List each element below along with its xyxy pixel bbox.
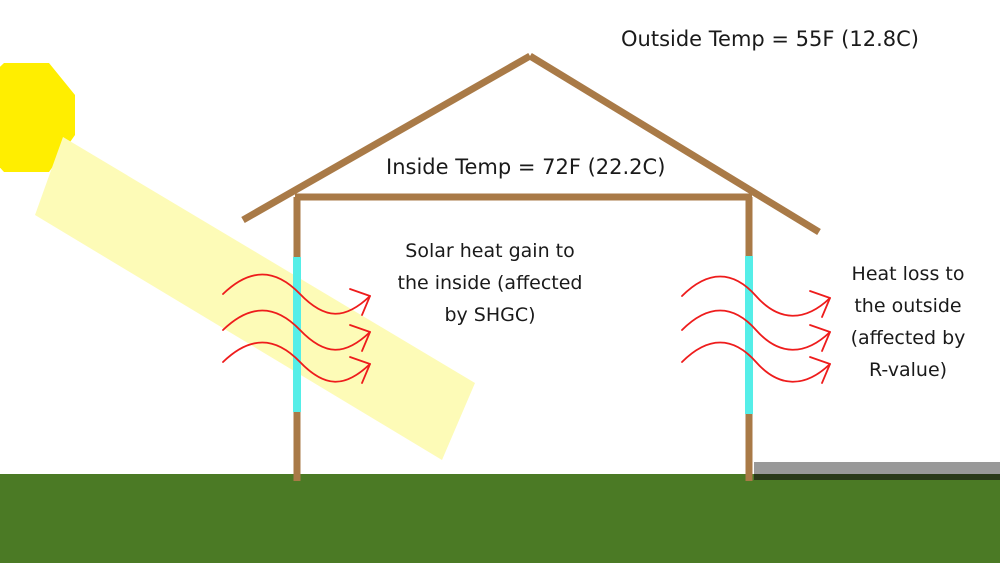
inside-temp-label: Inside Temp = 72F (22.2C) [386, 155, 666, 179]
solar-gain-arrows [222, 273, 371, 384]
right-window [745, 256, 753, 414]
wavy-arrow-icon [681, 275, 831, 318]
ground [0, 474, 1000, 563]
heat-loss-line: the outside [854, 295, 962, 317]
wavy-arrow-icon [222, 273, 371, 316]
roof-right [528, 53, 821, 235]
solar-gain-line: by SHGC) [444, 304, 536, 326]
wavy-arrow-icon [681, 309, 831, 352]
heat-loss-label: Heat loss to the outside (affected by R-… [838, 258, 978, 386]
outside-temp-label: Outside Temp = 55F (12.8C) [621, 27, 919, 51]
left-window [293, 257, 301, 412]
wavy-arrow-icon [222, 341, 371, 384]
wavy-arrow-icon [222, 309, 371, 352]
roof-left [241, 52, 532, 224]
heat-loss-line: R-value) [868, 359, 948, 381]
heat-loss-line: Heat loss to [851, 263, 965, 285]
pavement [754, 462, 1000, 474]
sunbeam [35, 137, 475, 460]
solar-gain-line: Solar heat gain to [405, 240, 575, 262]
sun-icon [0, 63, 75, 172]
heat-loss-arrows [681, 275, 831, 384]
heat-loss-line: (affected by [850, 327, 966, 349]
solar-gain-line: the inside (affected [397, 272, 583, 294]
wavy-arrow-icon [681, 341, 831, 384]
pavement-edge [754, 474, 1000, 480]
solar-gain-label: Solar heat gain to the inside (affected … [380, 235, 600, 331]
